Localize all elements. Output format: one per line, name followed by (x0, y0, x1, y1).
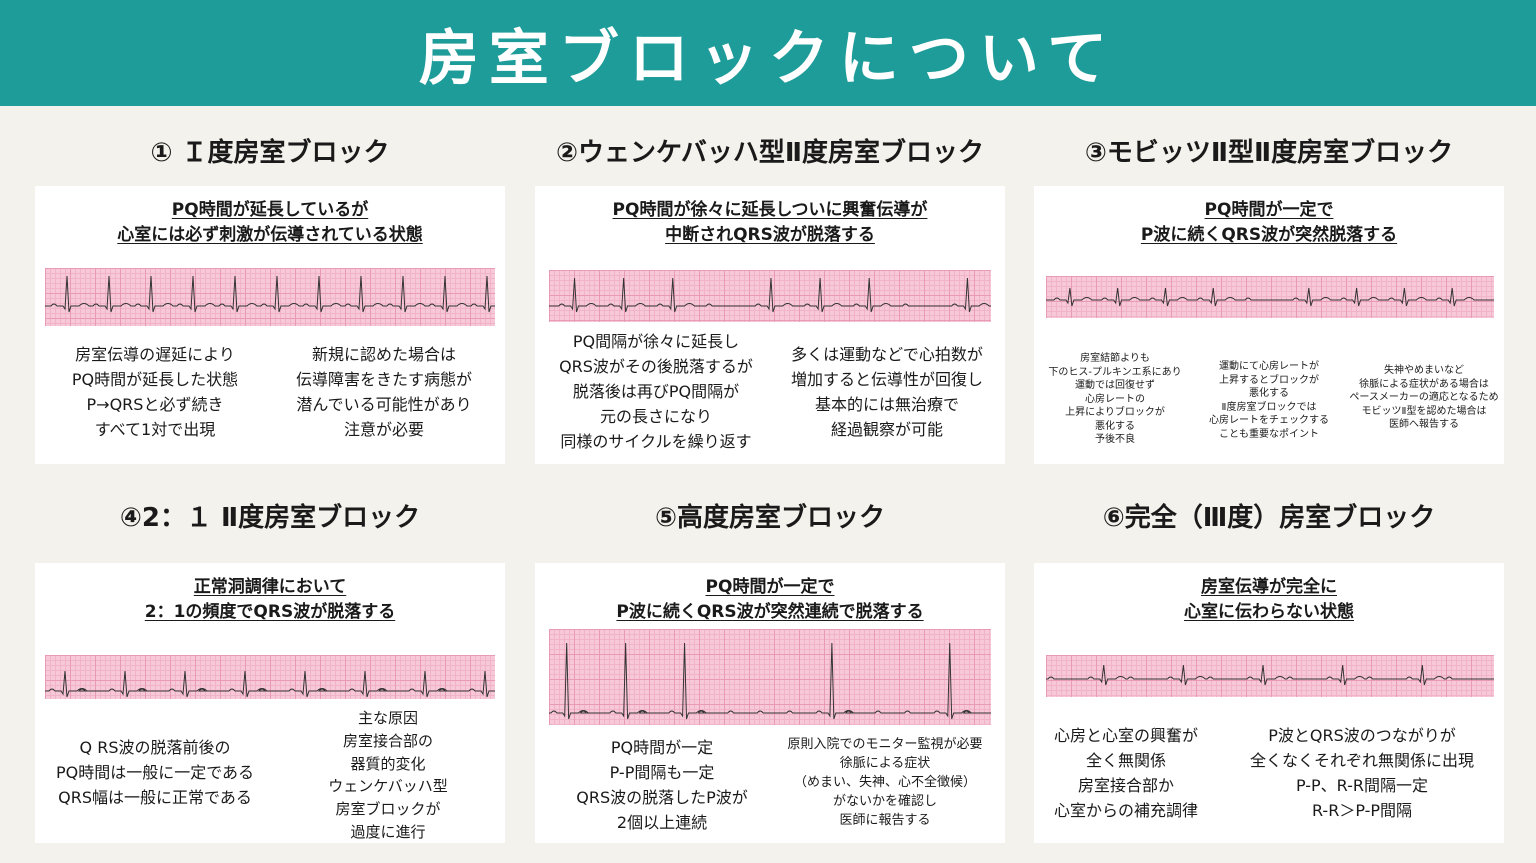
section-2-title: ②ウェンケバッハ型Ⅱ度房室ブロック (555, 138, 985, 168)
section-6-card: 房室伝導が完全に 心室に伝わらない状態 心房と心室の興奮が 全く無関係 房室接合… (1034, 563, 1504, 843)
section-1-left-text: 房室伝導の遅延により PQ時間が延長した状態 P→QRSと必ず続き すべて1対で… (71, 345, 239, 439)
ecg-strip-2 (549, 270, 991, 322)
ecg-trace-line (1046, 287, 1494, 307)
ecg-strip-3 (1046, 276, 1494, 318)
section-1-card: PQ時間が延長しているが 心室には必ず刺激が伝導されている状態 房室伝導の遅延に… (35, 186, 505, 464)
section-1-right-text: 新規に認めた場合は 伝導障害をきたす病態が 潜んでいる可能性があり 注意が必要 (295, 345, 472, 439)
section-2-headline: PQ時間が徐々に延長しついに興奮伝導が 中断されQRS波が脱落する (612, 200, 928, 245)
title-banner: 房室ブロックについて (0, 0, 1536, 106)
section-2-left-text: PQ間隔が徐々に延長し QRS波がその後脱落するが 脱落後は再びPQ間隔が 元の… (559, 332, 753, 451)
section-3-mid-text: 運動にて心房レートが 上昇するとブロックが 悪化する Ⅱ度房室ブロックでは 心房… (1209, 361, 1329, 440)
section-1-headline: PQ時間が延長しているが 心室には必ず刺激が伝導されている状態 (117, 200, 423, 245)
ecg-trace-6 (1046, 664, 1494, 686)
section-5-left-text: PQ時間が一定 P-P間隔も一定 QRS波の脱落したP波が 2個以上連続 (576, 738, 748, 832)
section-6-right-text: P波とQRS波のつながりが 全くなくそれぞれ無関係に出現 P-P、R-R間隔一定… (1249, 726, 1474, 820)
ecg-trace-line (45, 275, 495, 313)
section-4-right-text: 主な原因 房室接合部の 器質的変化 ウェンケバッハ型 房室ブロックが 過度に進行 (328, 709, 448, 841)
ecg-strip-4 (45, 655, 495, 699)
section-4-title: ④2：１ Ⅱ度房室ブロック (119, 503, 421, 533)
section-3-title: ③モビッツⅡ型Ⅱ度房室ブロック (1084, 138, 1454, 168)
section-3-left-text: 房室結節よりも 下のヒス-プルキンエ系にあり 運動では回復せず 心房レートの 上… (1048, 353, 1182, 445)
section-3-card: PQ時間が一定で P波に続くQRS波が突然脱落する 房室結節よりも 下のヒス-プ… (1034, 186, 1504, 464)
section-2-right-text: 多くは運動などで心拍数が 増加すると伝導性が回復し 基本的には無治療で 経過観察… (790, 345, 983, 439)
section-6-title: ⑥完全（Ⅲ度）房室ブロック (1102, 503, 1436, 533)
ecg-trace-line (45, 670, 495, 698)
section-5-title: ⑤高度房室ブロック (654, 503, 885, 533)
section-2-card: PQ時間が徐々に延長しついに興奮伝導が 中断されQRS波が脱落する PQ間隔が徐… (535, 186, 1005, 464)
section-4-headline: 正常洞調律において 2：1の頻度でQRS波が脱落する (144, 577, 396, 622)
section-6-left-text: 心房と心室の興奮が 全く無関係 房室接合部か 心室からの補充調律 (1053, 726, 1198, 820)
section-3-right-text: 失神やめまいなど 徐脈による症状がある場合は ペースメーカーの適応となるため モ… (1349, 365, 1499, 430)
ecg-trace-3 (1046, 287, 1494, 307)
ecg-strip-5 (549, 629, 991, 725)
ecg-trace-5 (549, 642, 991, 720)
section-3-headline: PQ時間が一定で P波に続くQRS波が突然脱落する (1140, 200, 1398, 245)
ecg-trace-line (1046, 664, 1494, 686)
section-5-right-text: 原則入院でのモニター監視が必要 徐脈による症状 （めまい、失神、心不全徴候） が… (787, 737, 983, 828)
section-5-card: PQ時間が一定で P波に続くQRS波が突然連続で脱落する PQ時間が一定 P-P… (535, 563, 1005, 843)
ecg-trace-1 (45, 275, 495, 313)
section-4-card: 正常洞調律において 2：1の頻度でQRS波が脱落する Q RS波の脱落前後の P… (35, 563, 505, 843)
ecg-trace-4 (45, 670, 495, 698)
section-1-title: ① Ｉ度房室ブロック (150, 138, 390, 168)
ecg-strip-1 (45, 268, 495, 326)
ecg-trace-line (549, 642, 991, 720)
page-title: 房室ブロックについて (418, 23, 1118, 94)
ecg-trace-2 (549, 277, 991, 313)
section-5-headline: PQ時間が一定で P波に続くQRS波が突然連続で脱落する (616, 577, 924, 622)
ecg-strip-6 (1046, 655, 1494, 697)
section-6-headline: 房室伝導が完全に 心室に伝わらない状態 (1184, 577, 1354, 622)
section-4-left-text: Q RS波の脱落前後の PQ時間は一般に一定である QRS幅は一般に正常である (55, 738, 255, 807)
ecg-trace-line (549, 277, 991, 313)
